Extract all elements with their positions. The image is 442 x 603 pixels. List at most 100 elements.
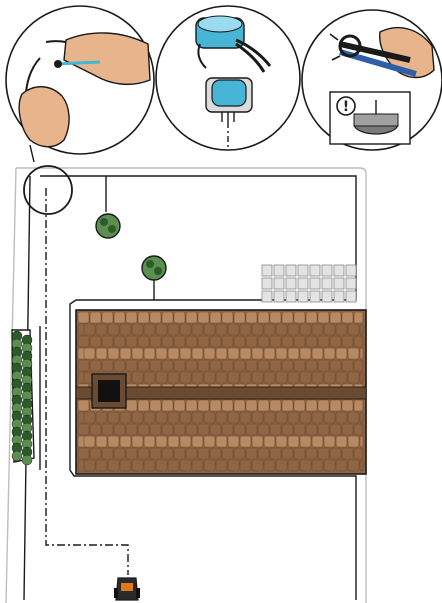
roof-tile	[185, 359, 198, 372]
roof-tile	[203, 371, 216, 384]
roof-tile	[281, 447, 294, 460]
roof-tile	[263, 411, 276, 424]
roof-tile	[215, 371, 228, 384]
roof-tile	[239, 347, 252, 360]
roof-tile	[299, 323, 312, 336]
roof-tile	[101, 423, 114, 436]
roof-tile	[161, 311, 174, 324]
roof-tile	[311, 347, 324, 360]
paving-tile	[273, 277, 285, 290]
roof-tile	[203, 411, 216, 424]
roof-tile	[329, 399, 342, 412]
paving-tile	[333, 290, 345, 303]
roof-tile	[251, 323, 264, 336]
paving-tile	[333, 277, 345, 290]
roof-tile	[227, 459, 240, 472]
roof-tile	[245, 423, 258, 436]
roof-tile	[353, 359, 364, 372]
roof-tile	[239, 323, 252, 336]
roof-tile	[269, 335, 282, 348]
roof-tile	[263, 459, 276, 472]
roof-tile	[287, 435, 300, 448]
roof-tile	[143, 459, 156, 472]
roof-tile	[167, 371, 180, 384]
roof-tile	[215, 459, 228, 472]
roof-tile	[251, 371, 264, 384]
roof-tile	[359, 435, 364, 448]
roof-tile	[101, 335, 114, 348]
roof-tile	[335, 323, 348, 336]
roof-tile	[113, 359, 126, 372]
roof-tile	[359, 411, 364, 424]
roof-tile	[137, 359, 150, 372]
roof-tile	[233, 423, 246, 436]
roof-tile	[329, 311, 342, 324]
roof-tile	[317, 447, 330, 460]
roof-tile	[215, 435, 228, 448]
tree-icon	[141, 255, 167, 281]
roof-tile	[221, 423, 234, 436]
roof-tile	[83, 411, 96, 424]
paving-tile	[297, 277, 309, 290]
roof-tile	[113, 447, 126, 460]
roof-tile	[269, 359, 282, 372]
roof-tile	[335, 371, 348, 384]
roof-tile	[125, 423, 138, 436]
roof-tile	[323, 371, 336, 384]
roof-tile	[209, 311, 222, 324]
roof-tile	[353, 399, 364, 412]
roof-tile	[287, 411, 300, 424]
roof-tile	[293, 311, 306, 324]
roof-tile	[173, 359, 186, 372]
roof-tile	[359, 371, 364, 384]
roof-tile	[353, 423, 364, 436]
roof-tile	[209, 399, 222, 412]
roof-tile	[167, 347, 180, 360]
roof-tile	[353, 311, 364, 324]
roof-tile	[137, 423, 150, 436]
roof-tile	[269, 423, 282, 436]
roof-tile	[131, 435, 144, 448]
paving-tile	[309, 290, 321, 303]
roof-tile	[167, 459, 180, 472]
paving-tile	[261, 277, 273, 290]
roof-icon	[75, 309, 367, 475]
roof-tile	[209, 335, 222, 348]
roof-tile	[155, 459, 168, 472]
roof-tile	[77, 447, 90, 460]
roof-tile	[341, 359, 354, 372]
roof-tile	[341, 335, 354, 348]
roof-tile	[299, 347, 312, 360]
roof-tile	[359, 323, 364, 336]
roof-tile	[317, 423, 330, 436]
roof-tile	[131, 411, 144, 424]
roof-tile	[341, 447, 354, 460]
paving-tile	[285, 277, 297, 290]
roof-tile	[197, 447, 210, 460]
magnifier-circle-icon	[23, 165, 73, 215]
roof-tile	[161, 359, 174, 372]
chimney-icon	[91, 373, 127, 409]
roof-tile	[119, 435, 132, 448]
roof-tile	[191, 371, 204, 384]
roof-tile	[77, 311, 90, 324]
paving-tile	[285, 290, 297, 303]
roof-tile	[137, 399, 150, 412]
roof-tile	[191, 411, 204, 424]
roof-tile	[113, 423, 126, 436]
roof-tile	[353, 335, 364, 348]
roof-tile	[95, 323, 108, 336]
roof-tile	[323, 459, 336, 472]
roof-tile	[323, 435, 336, 448]
roof-tile	[251, 435, 264, 448]
roof-tile	[305, 447, 318, 460]
roof-tile	[287, 347, 300, 360]
roof-tile	[233, 311, 246, 324]
robotic-mower-icon	[114, 577, 140, 601]
roof-tile	[347, 371, 360, 384]
roof-tile	[251, 411, 264, 424]
roof-tile	[173, 335, 186, 348]
roof-tile	[149, 399, 162, 412]
roof-tile	[245, 399, 258, 412]
roof-tile	[311, 435, 324, 448]
